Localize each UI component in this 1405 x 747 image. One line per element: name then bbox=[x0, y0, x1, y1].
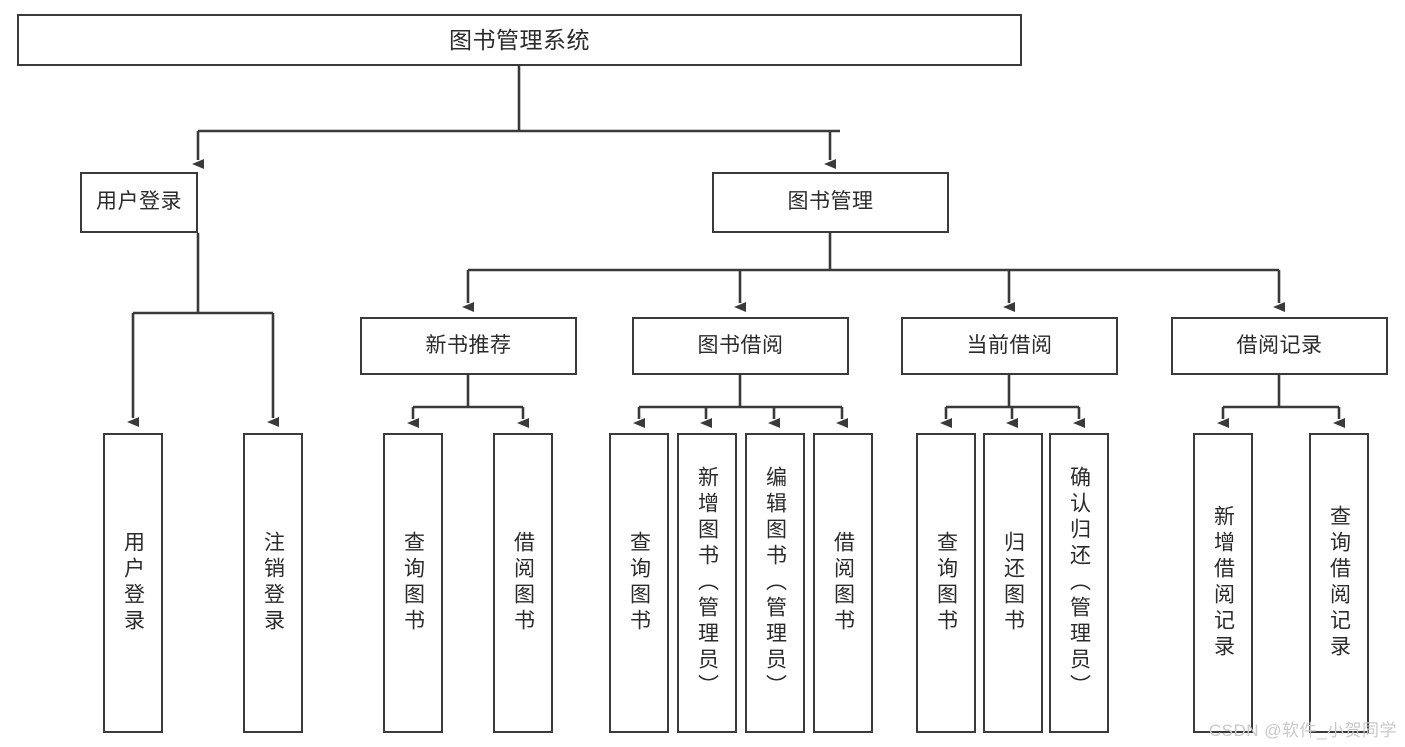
node-root-book-management-system[interactable]: 图书管理系统 bbox=[17, 14, 1022, 66]
node-label: 借阅记录 bbox=[1236, 333, 1323, 357]
node-borrow-record[interactable]: 借阅记录 bbox=[1171, 317, 1388, 375]
node-label: 查询借阅记录 bbox=[1327, 505, 1351, 661]
node-label: 归还图书 bbox=[1001, 531, 1025, 635]
node-label: 当前借阅 bbox=[966, 333, 1053, 357]
node-label: 查询图书 bbox=[401, 531, 425, 635]
leaf-new-book-query-book[interactable]: 查询图书 bbox=[383, 433, 443, 733]
leaf-user-login[interactable]: 用户登录 bbox=[103, 433, 163, 733]
leaf-borrow-borrow-book[interactable]: 借阅图书 bbox=[813, 433, 873, 733]
node-book-management[interactable]: 图书管理 bbox=[712, 172, 949, 233]
node-label: 注销登录 bbox=[261, 531, 285, 635]
node-label: 新增图书（管理员） bbox=[695, 466, 719, 700]
leaf-borrow-query-book[interactable]: 查询图书 bbox=[609, 433, 669, 733]
node-label: 图书借阅 bbox=[697, 333, 784, 357]
node-new-book-recommendation[interactable]: 新书推荐 bbox=[360, 317, 577, 375]
node-label: 查询图书 bbox=[934, 531, 958, 635]
node-label: 用户登录 bbox=[96, 190, 182, 214]
node-label: 新增借阅记录 bbox=[1211, 505, 1235, 661]
node-label: 图书管理 bbox=[787, 190, 874, 214]
node-label: 借阅图书 bbox=[511, 531, 535, 635]
leaf-current-query-book[interactable]: 查询图书 bbox=[916, 433, 976, 733]
leaf-current-return-book[interactable]: 归还图书 bbox=[983, 433, 1043, 733]
leaf-borrow-add-book-admin[interactable]: 新增图书（管理员） bbox=[677, 433, 737, 733]
node-label: 借阅图书 bbox=[831, 531, 855, 635]
node-user-login[interactable]: 用户登录 bbox=[80, 172, 198, 233]
leaf-new-book-borrow-book[interactable]: 借阅图书 bbox=[493, 433, 553, 733]
leaf-record-add-borrow-record[interactable]: 新增借阅记录 bbox=[1193, 433, 1253, 733]
leaf-borrow-edit-book-admin[interactable]: 编辑图书（管理员） bbox=[745, 433, 805, 733]
node-label: 确认归还（管理员） bbox=[1067, 466, 1091, 700]
leaf-record-query-borrow-record[interactable]: 查询借阅记录 bbox=[1309, 433, 1369, 733]
leaf-logout[interactable]: 注销登录 bbox=[243, 433, 303, 733]
node-current-borrow[interactable]: 当前借阅 bbox=[901, 317, 1118, 375]
node-label: 新书推荐 bbox=[425, 333, 512, 357]
node-label: 查询图书 bbox=[627, 531, 651, 635]
leaf-current-confirm-return-admin[interactable]: 确认归还（管理员） bbox=[1049, 433, 1109, 733]
node-label: 用户登录 bbox=[121, 531, 145, 635]
node-label: 编辑图书（管理员） bbox=[763, 466, 787, 700]
node-label: 图书管理系统 bbox=[449, 26, 590, 53]
node-book-borrow[interactable]: 图书借阅 bbox=[632, 317, 849, 375]
watermark: CSDN @软件_小贺同学 bbox=[1208, 721, 1397, 740]
